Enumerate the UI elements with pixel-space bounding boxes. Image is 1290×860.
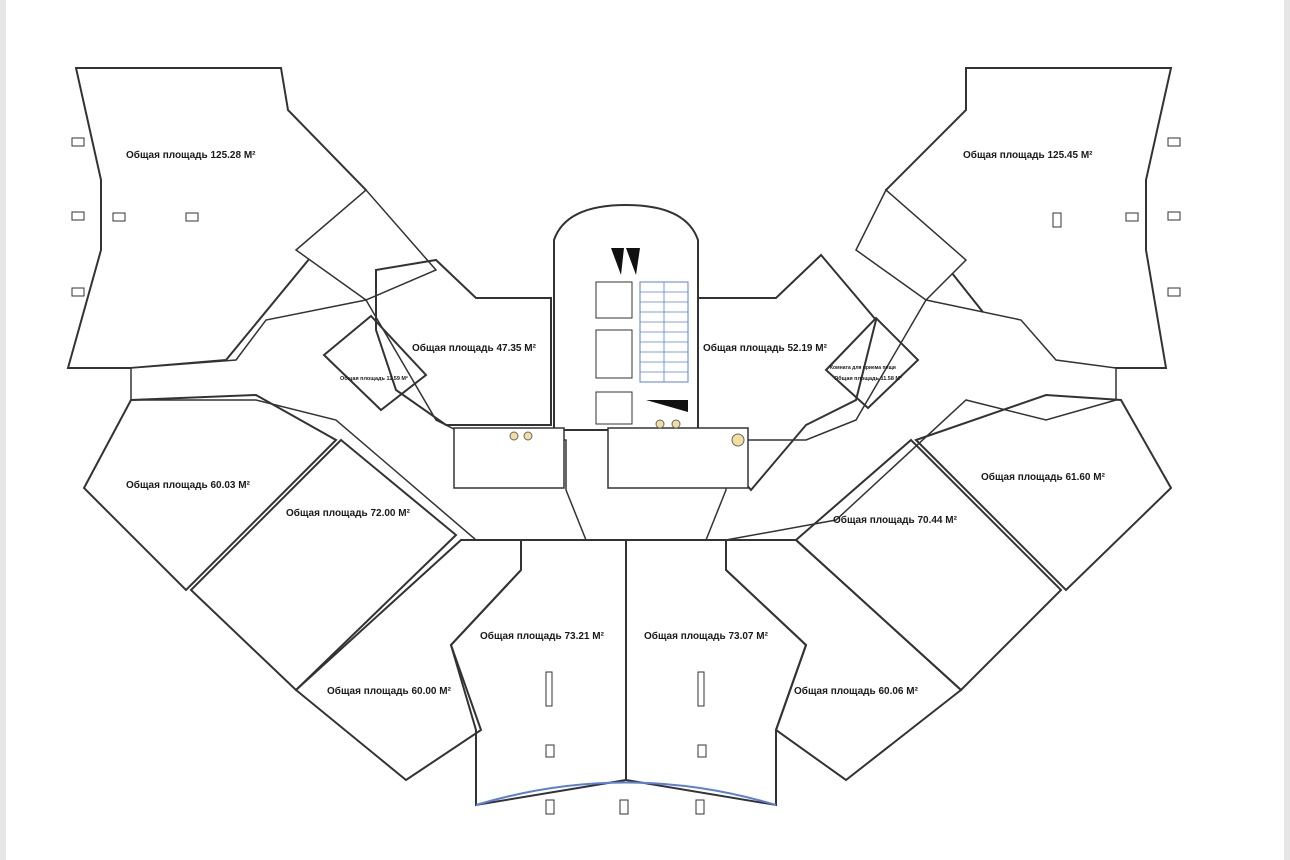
restroom-west bbox=[453, 427, 565, 489]
unit-73-07[interactable] bbox=[625, 539, 808, 807]
sink-icon bbox=[509, 431, 519, 441]
sink-icon bbox=[655, 419, 665, 429]
unit-60-03[interactable] bbox=[82, 393, 338, 592]
unit-11-59[interactable] bbox=[322, 314, 428, 412]
unit-60-06[interactable] bbox=[725, 539, 963, 782]
unit-label: Общая площадь 47.35 M² bbox=[412, 342, 537, 354]
unit-label: Общая площадь 61.60 M² bbox=[981, 471, 1106, 483]
unit-label: Общая площадь 125.45 M² bbox=[963, 149, 1093, 161]
unit-label: Общая площадь 73.21 M² bbox=[480, 630, 605, 642]
left-stair-area bbox=[294, 188, 438, 301]
unit-note: Комната для приема пищи bbox=[830, 365, 896, 371]
elevator-2 bbox=[595, 329, 633, 379]
unit-73-21[interactable] bbox=[449, 539, 627, 807]
core-shaft-2 bbox=[626, 248, 640, 275]
unit-label: Общая площадь 60.06 M² bbox=[794, 685, 919, 697]
unit-47-35[interactable] bbox=[375, 258, 552, 426]
elevator-1 bbox=[595, 281, 633, 319]
unit-label: Общая площадь 11.59 M² bbox=[340, 375, 408, 382]
sink-icon bbox=[671, 419, 681, 429]
facade-columns bbox=[71, 137, 1181, 815]
unit-70-44[interactable] bbox=[794, 438, 1063, 692]
floor-plan-sheet: Общая площадь 125.28 M² Общая площадь 12… bbox=[6, 0, 1284, 860]
unit-label: Общая площадь 73.07 M² bbox=[644, 630, 769, 642]
unit-125-45-ne[interactable] bbox=[884, 67, 1173, 369]
core-shaft-3 bbox=[646, 400, 688, 412]
unit-label: Общая площадь 60.03 M² bbox=[126, 479, 251, 491]
unit-label: Общая площадь 52.19 M² bbox=[703, 342, 828, 354]
unit-61-60[interactable] bbox=[914, 393, 1173, 592]
unit-label: Общая площадь 60.00 M² bbox=[327, 685, 452, 697]
south-facade-curve bbox=[475, 781, 777, 806]
unit-label: Общая площадь 125.28 M² bbox=[126, 149, 256, 161]
unit-11-58[interactable] bbox=[824, 316, 920, 410]
floor-plan: Общая площадь 125.28 M² Общая площадь 12… bbox=[66, 67, 1181, 815]
shower-icon bbox=[731, 433, 745, 447]
restroom-east bbox=[607, 427, 749, 489]
elevator-3 bbox=[595, 391, 633, 425]
unit-label: Общая площадь 70.44 M² bbox=[833, 514, 958, 526]
sink-icon bbox=[523, 431, 533, 441]
core-stair-treads bbox=[640, 282, 688, 382]
unit-label: Общая площадь 11.58 M² bbox=[834, 375, 902, 382]
unit-label: Общая площадь 72.00 M² bbox=[286, 507, 411, 519]
unit-60-00[interactable] bbox=[294, 539, 522, 782]
right-stair-area bbox=[855, 188, 968, 301]
core-shaft-1 bbox=[611, 248, 624, 275]
